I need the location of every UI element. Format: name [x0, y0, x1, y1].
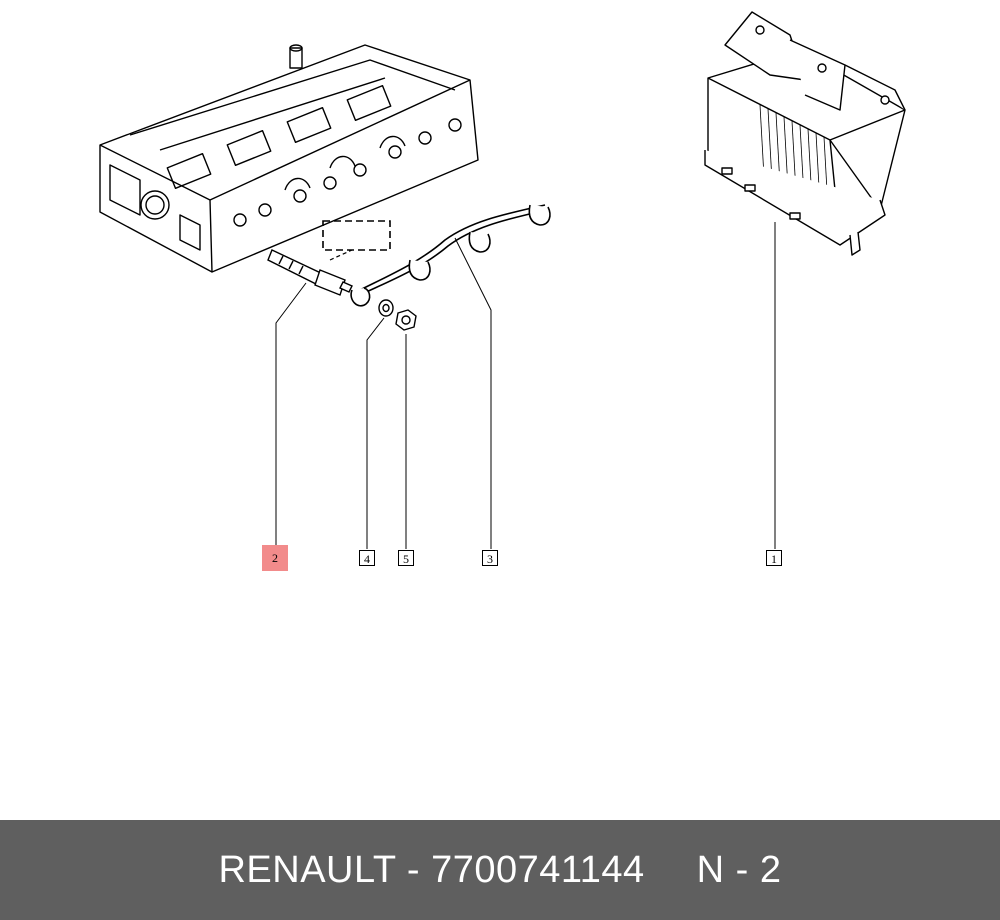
glow-plug-drawing	[267, 249, 353, 296]
harness-drawing	[350, 204, 551, 307]
footer-brand-part: RENAULT - 7700741144	[218, 848, 645, 891]
dashed-box	[322, 220, 391, 261]
washer-nut-drawing	[378, 299, 417, 331]
footer-bar: RENAULT - 7700741144 N - 2	[0, 820, 1000, 920]
relay-box-drawing	[704, 11, 906, 256]
callout-4[interactable]: 4	[359, 550, 375, 566]
callout-1[interactable]: 1	[766, 550, 782, 566]
callout-3[interactable]: 3	[482, 550, 498, 566]
parts-diagram	[99, 11, 906, 549]
leader-lines	[275, 222, 776, 549]
cylinder-head-drawing	[99, 44, 479, 273]
footer-ref: N - 2	[696, 848, 782, 891]
callout-2[interactable]: 2	[262, 545, 288, 571]
callout-5[interactable]: 5	[398, 550, 414, 566]
